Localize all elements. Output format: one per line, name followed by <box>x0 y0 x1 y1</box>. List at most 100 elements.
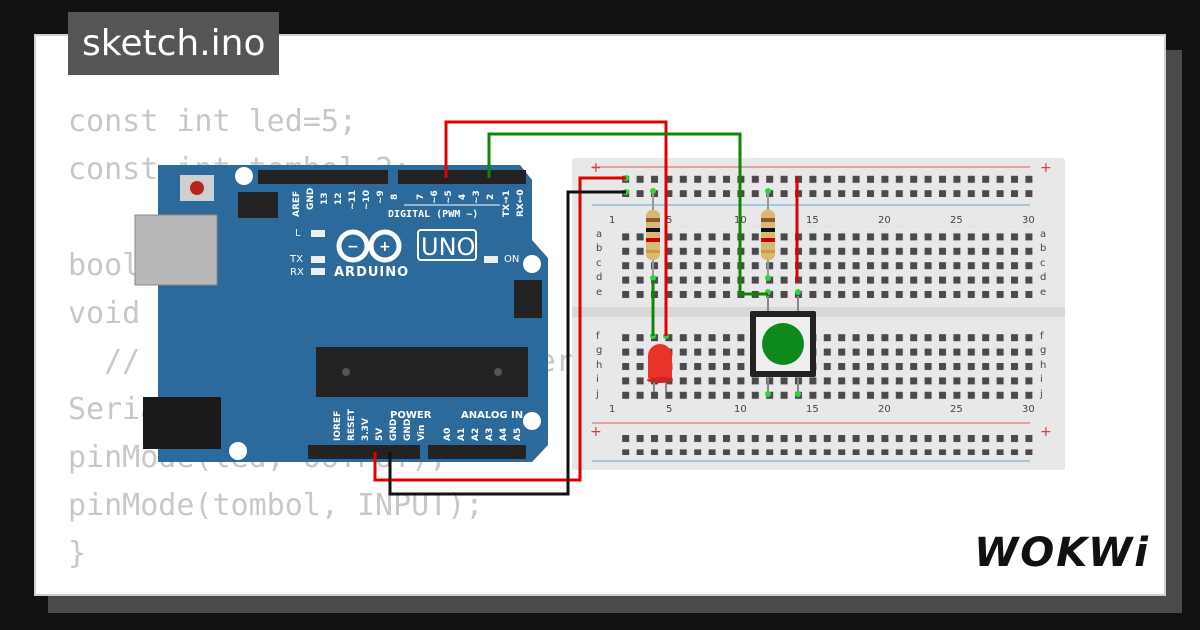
row-letter: c <box>1040 258 1046 269</box>
row-letter: h <box>1040 360 1046 371</box>
led-component[interactable] <box>647 344 673 392</box>
pin-label: 4 <box>458 194 468 200</box>
column-number: 20 <box>878 215 891 226</box>
pin-label: TX→1 <box>502 190 512 217</box>
rail-plus-label: + <box>590 160 602 176</box>
wire-green-pin2 <box>487 132 768 296</box>
wires <box>373 120 799 496</box>
code-line: } <box>68 536 87 571</box>
analog-header-label: ANALOG IN <box>461 410 523 421</box>
board-name: ARDUINO <box>334 265 409 280</box>
wire-red-5v <box>373 176 626 482</box>
row-letter: i <box>1040 374 1043 385</box>
row-letter: d <box>1040 272 1046 283</box>
pin-label: A2 <box>471 428 481 441</box>
usb-connector <box>134 214 218 286</box>
led-indicator <box>484 256 498 263</box>
column-number: 25 <box>950 404 963 415</box>
row-letter: j <box>1039 389 1043 400</box>
board-model: UNO <box>421 233 475 261</box>
pin-label: 5V <box>375 428 385 441</box>
column-number: 30 <box>1022 404 1035 415</box>
on-label: ON <box>504 254 519 265</box>
column-number: 15 <box>806 215 819 226</box>
column-number: 25 <box>950 215 963 226</box>
column-number: 30 <box>1022 215 1035 226</box>
arduino-uno-board: AREF GND 13 12 ~11 ~10 ~9 8 7 ~6 ~5 4 ~3… <box>134 165 548 462</box>
resistor-led[interactable] <box>646 192 660 285</box>
pin-label: 13 <box>320 192 330 205</box>
column-number: 20 <box>878 404 891 415</box>
pin-label: A3 <box>485 428 495 441</box>
pin-label: ~9 <box>376 190 386 204</box>
row-letter: g <box>1040 345 1046 356</box>
power-jack <box>143 397 221 449</box>
pin-label: 3.3V <box>361 418 371 441</box>
analog-header <box>428 445 526 459</box>
pin-label: RESET <box>347 408 357 441</box>
code-line: const int led=5; <box>68 104 357 139</box>
row-letter: f <box>1040 331 1044 342</box>
pin-label: GND <box>389 419 399 441</box>
wire-black-gnd <box>388 190 626 496</box>
pin-label: A4 <box>499 428 509 441</box>
pin-label: GND <box>403 419 413 441</box>
led-indicator <box>311 256 325 263</box>
power-header <box>308 445 420 459</box>
pin-label: A1 <box>457 428 467 441</box>
row-letter: h <box>596 360 602 371</box>
row-letter: a <box>596 229 602 240</box>
pin-label: RX←0 <box>516 189 526 217</box>
pin-label: ~5 <box>444 190 454 204</box>
led-indicator <box>311 230 325 237</box>
microcontroller-chip <box>316 347 528 397</box>
column-number: 1 <box>609 215 615 226</box>
pin-label: A0 <box>443 428 453 441</box>
row-letter: i <box>596 374 599 385</box>
column-number: 5 <box>666 404 672 415</box>
pushbutton[interactable] <box>750 296 816 392</box>
file-title: sketch.ino <box>68 12 280 75</box>
pin-label: ~10 <box>362 190 372 210</box>
pin-label: 12 <box>334 192 344 205</box>
column-number: 10 <box>734 404 747 415</box>
led-label: TX <box>289 254 303 265</box>
svg-text:+: + <box>379 239 391 255</box>
pin-label: 8 <box>390 194 400 200</box>
row-letter: g <box>596 345 602 356</box>
pin-label: A5 <box>513 428 523 441</box>
digital-header-label: DIGITAL (PWM ~) <box>388 209 478 220</box>
resistor-button[interactable] <box>761 192 775 278</box>
column-number: 5 <box>666 215 672 226</box>
column-number: 1 <box>609 404 615 415</box>
pin-label: GND <box>306 188 316 210</box>
pin-label: ~11 <box>348 190 358 210</box>
led-label: L <box>295 228 301 239</box>
svg-text:−: − <box>347 239 359 255</box>
row-letter: a <box>1040 229 1046 240</box>
pin-label: IOREF <box>333 411 343 441</box>
rail-plus-label: + <box>590 424 602 440</box>
row-letter: j <box>595 389 599 400</box>
reset-button-cap[interactable] <box>190 181 204 195</box>
wire-red-pin5 <box>444 120 668 336</box>
digital-header-left <box>258 170 388 184</box>
digital-header-right <box>398 170 526 184</box>
pin-label: ~3 <box>472 190 482 204</box>
row-letter: d <box>596 272 602 283</box>
power-header-label: POWER <box>390 410 432 421</box>
pin-label: 2 <box>486 194 496 200</box>
row-letter: b <box>596 243 602 254</box>
row-letter: e <box>596 287 602 298</box>
rail-plus-label: + <box>1040 160 1052 176</box>
pin-label: 7 <box>416 194 426 200</box>
arduino-logo: − + <box>336 229 402 263</box>
row-letter: f <box>596 331 600 342</box>
rail-plus-label: + <box>1040 424 1052 440</box>
column-number: 15 <box>806 404 819 415</box>
pin-label: Vin <box>417 425 427 441</box>
pin-label: AREF <box>292 191 302 217</box>
pin-label: ~6 <box>430 190 440 204</box>
led-indicator <box>311 268 325 275</box>
